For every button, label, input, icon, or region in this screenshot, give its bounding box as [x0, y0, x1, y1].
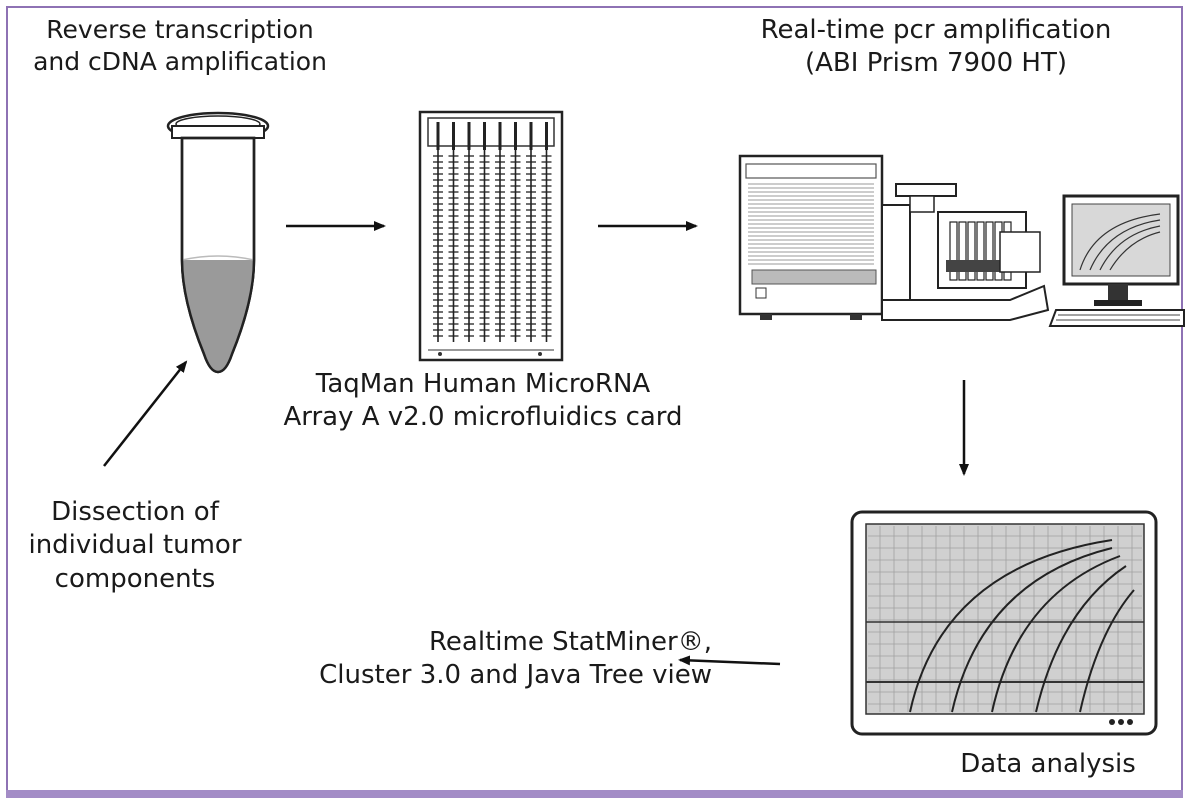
monitor-icon: [1048, 194, 1185, 327]
arrow-dissection-to-tube: [103, 360, 188, 467]
label-reverse-transcription: Reverse transcription and cDNA amplifica…: [33, 15, 327, 76]
data-analysis-screen-icon: [850, 510, 1158, 736]
tube-icon: [166, 111, 270, 374]
label-taqman-card: TaqMan Human MicroRNA Array A v2.0 micro…: [283, 369, 683, 433]
label-statminer: Realtime StatMiner®, Cluster 3.0 and Jav…: [319, 627, 712, 691]
label-realtime-pcr: Real-time pcr amplification (ABI Prism 7…: [760, 15, 1112, 79]
microfluidics-card-icon: [418, 110, 564, 362]
arrow-data-to-statminer: [678, 655, 781, 666]
pcr-instrument-icon: [738, 154, 1050, 321]
label-dissection: Dissection of individual tumor component…: [28, 497, 242, 594]
figure-border-shadow: [6, 790, 1183, 798]
label-data-analysis: Data analysis: [960, 749, 1136, 779]
